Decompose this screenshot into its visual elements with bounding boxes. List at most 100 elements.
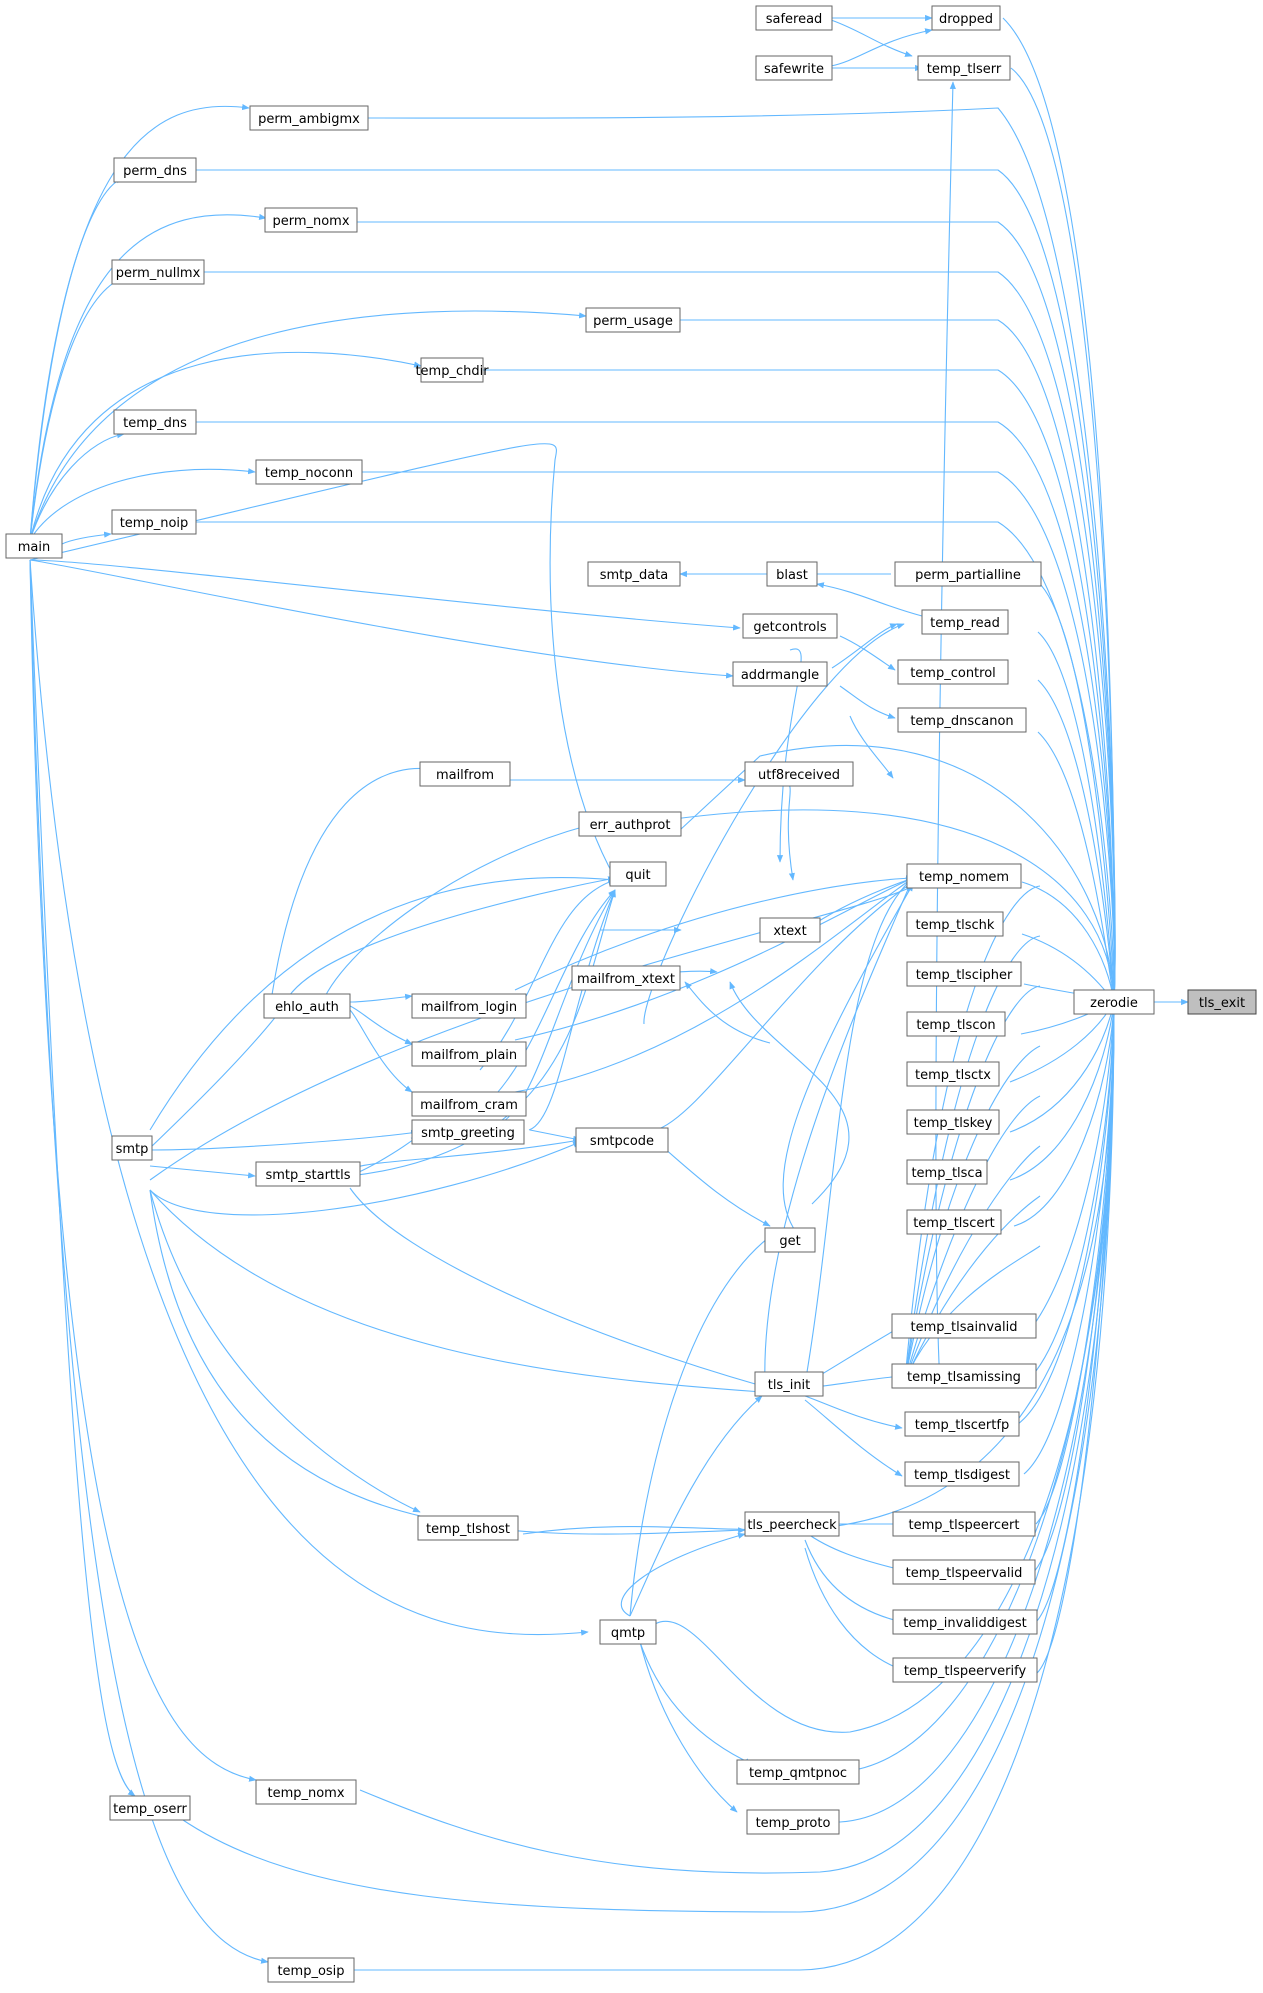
node-mailfrom-login[interactable]: mailfrom_login — [411, 993, 527, 1019]
node-label: perm_nomx — [272, 214, 349, 229]
node-label: smtpcode — [590, 1134, 654, 1149]
node-zerodie[interactable]: zerodie — [1073, 989, 1155, 1015]
node-mailfrom[interactable]: mailfrom — [419, 761, 511, 787]
node-temp-noip[interactable]: temp_noip — [111, 509, 197, 535]
node-smtp-data[interactable]: smtp_data — [587, 561, 681, 587]
node-label: perm_dns — [123, 164, 187, 179]
node-utf8received[interactable]: utf8received — [744, 761, 854, 787]
node-temp-chdir[interactable]: temp_chdir — [415, 357, 489, 383]
node-label: mailfrom — [436, 768, 494, 783]
node-label: xtext — [773, 924, 806, 939]
node-temp-tlsamissing[interactable]: temp_tlsamissing — [891, 1363, 1037, 1389]
node-temp-tlserr[interactable]: temp_tlserr — [917, 55, 1011, 81]
node-label: temp_tlserr — [927, 62, 1002, 77]
node-err-authprot[interactable]: err_authprot — [578, 811, 682, 837]
node-temp-tlscert[interactable]: temp_tlscert — [906, 1209, 1002, 1235]
node-mailfrom-plain[interactable]: mailfrom_plain — [411, 1041, 527, 1067]
node-label: temp_dnscanon — [910, 714, 1013, 729]
node-perm-nomx[interactable]: perm_nomx — [264, 207, 358, 233]
node-label: blast — [776, 568, 808, 583]
node-dropped[interactable]: dropped — [931, 5, 1001, 31]
node-temp-tlsainvalid[interactable]: temp_tlsainvalid — [891, 1313, 1037, 1339]
node-perm-ambigmx[interactable]: perm_ambigmx — [249, 105, 369, 131]
node-label: temp_tlspeervalid — [906, 1566, 1023, 1581]
node-label: temp_tlsctx — [915, 1068, 991, 1083]
node-temp-tlscertfp[interactable]: temp_tlscertfp — [904, 1411, 1020, 1437]
node-addrmangle[interactable]: addrmangle — [732, 661, 828, 687]
node-xtext[interactable]: xtext — [759, 917, 821, 943]
node-ehlo-auth[interactable]: ehlo_auth — [263, 993, 351, 1019]
node-temp-osip[interactable]: temp_osip — [267, 1957, 355, 1983]
node-label: temp_tlscon — [916, 1018, 995, 1033]
node-temp-invaliddigest[interactable]: temp_invaliddigest — [892, 1609, 1038, 1635]
node-perm-nullmx[interactable]: perm_nullmx — [111, 259, 205, 285]
node-label: temp_dns — [123, 416, 187, 431]
node-temp-proto[interactable]: temp_proto — [746, 1809, 840, 1835]
node-perm-partialline[interactable]: perm_partialline — [894, 561, 1042, 587]
node-label: temp_control — [910, 666, 996, 681]
node-label: temp_invaliddigest — [903, 1616, 1026, 1631]
node-qmtp[interactable]: qmtp — [599, 1619, 657, 1645]
node-temp-dns[interactable]: temp_dns — [113, 409, 197, 435]
node-temp-qmtpnoc[interactable]: temp_qmtpnoc — [736, 1759, 860, 1785]
zerodie-caller-edges — [179, 17, 1118, 1971]
node-main[interactable]: main — [5, 533, 63, 559]
node-smtpcode[interactable]: smtpcode — [575, 1127, 669, 1153]
node-smtp[interactable]: smtp — [111, 1135, 153, 1161]
node-label: temp_nomem — [919, 870, 1009, 885]
node-label: tls_init — [768, 1378, 811, 1393]
node-label: temp_tlschk — [916, 918, 995, 933]
call-graph-nodes: tls_exit zerodie dropped saferead safewrite t… — [5, 5, 1257, 1983]
node-mailfrom-xtext[interactable]: mailfrom_xtext — [571, 965, 681, 991]
node-perm-dns[interactable]: perm_dns — [113, 157, 197, 183]
node-label: temp_oserr — [113, 1802, 187, 1817]
node-label: temp_noconn — [265, 466, 353, 481]
node-label: perm_usage — [593, 314, 673, 329]
node-label: perm_partialline — [915, 568, 1021, 583]
node-saferead[interactable]: saferead — [755, 5, 833, 31]
node-label: temp_osip — [277, 1964, 344, 1979]
node-temp-tlshost[interactable]: temp_tlshost — [417, 1515, 519, 1541]
node-temp-read[interactable]: temp_read — [921, 609, 1009, 635]
node-label: temp_proto — [756, 1816, 831, 1831]
node-label: temp_tlshost — [426, 1522, 510, 1537]
node-temp-tlsdigest[interactable]: temp_tlsdigest — [904, 1461, 1020, 1487]
node-temp-dnscanon[interactable]: temp_dnscanon — [897, 707, 1027, 733]
node-label: temp_tlspeercert — [909, 1518, 1020, 1533]
node-blast[interactable]: blast — [766, 561, 818, 587]
node-tls-init[interactable]: tls_init — [754, 1371, 824, 1397]
node-smtp-starttls[interactable]: smtp_starttls — [255, 1161, 361, 1187]
node-tls-exit[interactable]: tls_exit — [1187, 989, 1257, 1015]
node-temp-oserr[interactable]: temp_oserr — [109, 1795, 191, 1821]
node-temp-tlspeercert[interactable]: temp_tlspeercert — [892, 1511, 1036, 1537]
node-smtp-greeting[interactable]: smtp_greeting — [411, 1119, 525, 1145]
call-edges — [29, 14, 1189, 1971]
node-label: temp_nomx — [267, 1786, 344, 1801]
node-label: temp_qmtpnoc — [749, 1766, 847, 1781]
node-temp-tlsctx[interactable]: temp_tlsctx — [906, 1061, 1000, 1087]
node-temp-tlscon[interactable]: temp_tlscon — [906, 1011, 1006, 1037]
node-safewrite[interactable]: safewrite — [755, 55, 833, 81]
node-temp-nomx[interactable]: temp_nomx — [255, 1779, 357, 1805]
node-label: temp_tlsamissing — [907, 1370, 1021, 1385]
node-perm-usage[interactable]: perm_usage — [585, 307, 681, 333]
node-label: err_authprot — [590, 818, 671, 833]
node-temp-tlspeervalid[interactable]: temp_tlspeervalid — [892, 1559, 1036, 1585]
node-label: smtp_starttls — [265, 1168, 350, 1183]
node-label: temp_tlscert — [913, 1216, 995, 1231]
node-temp-tlscipher[interactable]: temp_tlscipher — [906, 961, 1022, 987]
node-mailfrom-cram[interactable]: mailfrom_cram — [411, 1091, 527, 1117]
node-get[interactable]: get — [764, 1227, 816, 1253]
node-temp-nomem[interactable]: temp_nomem — [906, 863, 1022, 889]
node-quit[interactable]: quit — [609, 861, 667, 887]
node-temp-tlspeerverify[interactable]: temp_tlspeerverify — [892, 1657, 1038, 1683]
node-getcontrols[interactable]: getcontrols — [742, 613, 838, 639]
node-temp-tlsca[interactable]: temp_tlsca — [906, 1159, 988, 1185]
node-temp-control[interactable]: temp_control — [897, 659, 1009, 685]
node-label: ehlo_auth — [275, 1000, 339, 1015]
node-label: temp_tlsca — [911, 1166, 982, 1181]
node-temp-tlskey[interactable]: temp_tlskey — [906, 1109, 1000, 1135]
node-tls-peercheck[interactable]: tls_peercheck — [744, 1511, 840, 1537]
node-temp-noconn[interactable]: temp_noconn — [255, 459, 363, 485]
node-temp-tlschk[interactable]: temp_tlschk — [906, 911, 1004, 937]
